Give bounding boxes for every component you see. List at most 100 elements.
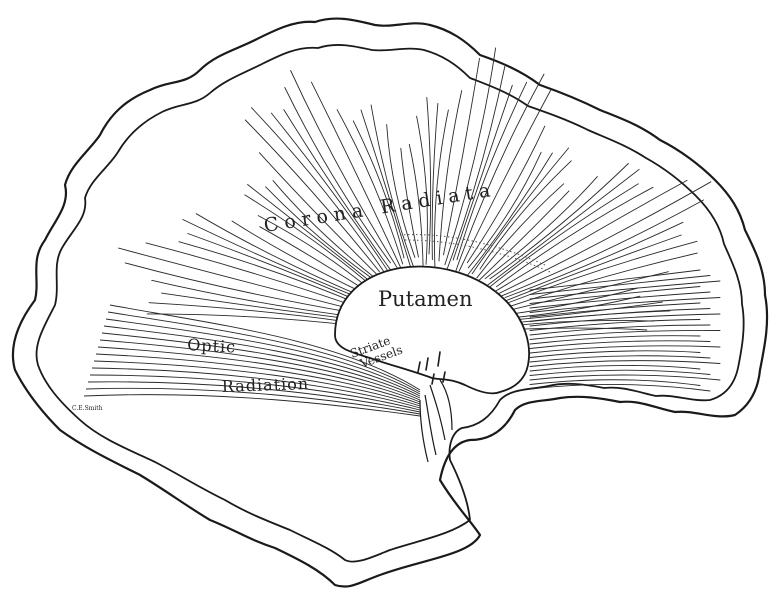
fiber-line (529, 329, 721, 340)
fiber-line (504, 221, 684, 298)
internal-capsule-lines (419, 379, 453, 463)
fiber-line (244, 119, 380, 273)
optic-fiber-line (91, 367, 421, 409)
fiber-line (187, 233, 356, 301)
fiber-line (434, 109, 449, 269)
fiber-line (178, 241, 366, 308)
fiber-line (270, 112, 394, 279)
fiber-line (431, 102, 439, 261)
fiber-line (529, 308, 711, 322)
fiber-line (443, 57, 480, 256)
fiber-line (529, 313, 721, 327)
optic-fiber-line (107, 311, 421, 393)
fiber-line (529, 340, 711, 349)
fiber-line (529, 360, 721, 367)
label-radiation: Radiation (221, 374, 309, 396)
fiber-line (265, 186, 372, 279)
fiber-line (503, 252, 698, 309)
fiber-line (148, 302, 348, 323)
fiber-line (258, 152, 386, 283)
putamen-outline (334, 265, 530, 395)
fiber-line (529, 350, 701, 358)
optic-fiber-line (93, 360, 421, 407)
striate-vessel-marks (417, 351, 446, 385)
fiber-line (360, 109, 411, 268)
fiber-line (529, 297, 721, 313)
fiber-line (474, 190, 570, 285)
fiber-line (458, 89, 552, 272)
fiber-line (529, 379, 701, 386)
fiber-line (400, 147, 419, 258)
optic-fiber-line (87, 381, 421, 413)
fiber-line (509, 310, 671, 325)
fiber-line (529, 286, 701, 304)
fiber-line (529, 369, 711, 376)
optic-radiation-bundle (83, 304, 421, 417)
fiber-line (161, 292, 359, 321)
fiber-line (145, 242, 365, 310)
fiber-line (259, 226, 362, 288)
fiber-line (487, 181, 712, 300)
fiber-line (244, 194, 379, 292)
label-putamen: Putamen (378, 287, 472, 311)
optic-fiber-line (109, 304, 421, 391)
fiber-line (290, 70, 398, 269)
fiber-line (455, 73, 545, 272)
fiber-line (529, 345, 721, 354)
optic-fiber-line (85, 387, 421, 415)
fiber-line (529, 384, 711, 392)
cortex-inner-outline (35, 44, 745, 563)
corona-dotted-streak (399, 234, 551, 273)
optic-fiber-line (105, 318, 421, 395)
fiber-line (310, 81, 404, 274)
optic-fiber-line (97, 346, 421, 403)
fiber-line (529, 319, 701, 331)
fiber-line (466, 125, 546, 264)
fiber-line (284, 87, 391, 264)
fiber-line (231, 220, 368, 296)
fiber-line (467, 151, 542, 269)
optic-fiber-line (83, 394, 421, 417)
fiber-line (408, 143, 424, 268)
artist-signature: C.E.Smith (72, 405, 103, 412)
fiber-line (509, 301, 663, 321)
fiber-line (426, 97, 432, 255)
fiber-line (438, 90, 463, 262)
fiber-line (494, 199, 704, 300)
fiber-line (195, 213, 372, 301)
label-optic: Optic (187, 335, 237, 357)
fiber-line (471, 147, 570, 275)
optic-fiber-line (101, 332, 421, 399)
fiber-line (529, 374, 721, 381)
fiber-line (182, 219, 361, 299)
fiber-line (446, 66, 506, 271)
fiber-line (529, 269, 701, 291)
fiber-line (476, 183, 565, 279)
fiber-line (529, 291, 711, 309)
fiber-line (416, 115, 428, 265)
fiber-line (370, 104, 415, 270)
fiber-line (283, 109, 394, 274)
fiber-line (479, 160, 572, 270)
fiber-line (124, 262, 354, 314)
fiber-line (492, 240, 698, 310)
fiber-line (529, 275, 711, 295)
fiber-line (386, 124, 416, 258)
optic-fiber-line (89, 374, 421, 411)
fiber-line (352, 120, 405, 259)
fiber-line (118, 247, 353, 310)
fiber-line (484, 176, 598, 280)
fiber-line (336, 109, 404, 265)
optic-fiber-line (99, 339, 421, 401)
fiber-line (247, 184, 373, 284)
fiber-line (452, 84, 513, 261)
optic-fiber-line (95, 353, 421, 405)
fiber-line (257, 215, 371, 291)
fiber-line (484, 183, 639, 292)
fiber-line (489, 163, 629, 280)
fiber-line (251, 107, 384, 272)
fiber-line (529, 302, 701, 318)
fiber-line (151, 279, 365, 319)
fiber-line (496, 186, 654, 288)
